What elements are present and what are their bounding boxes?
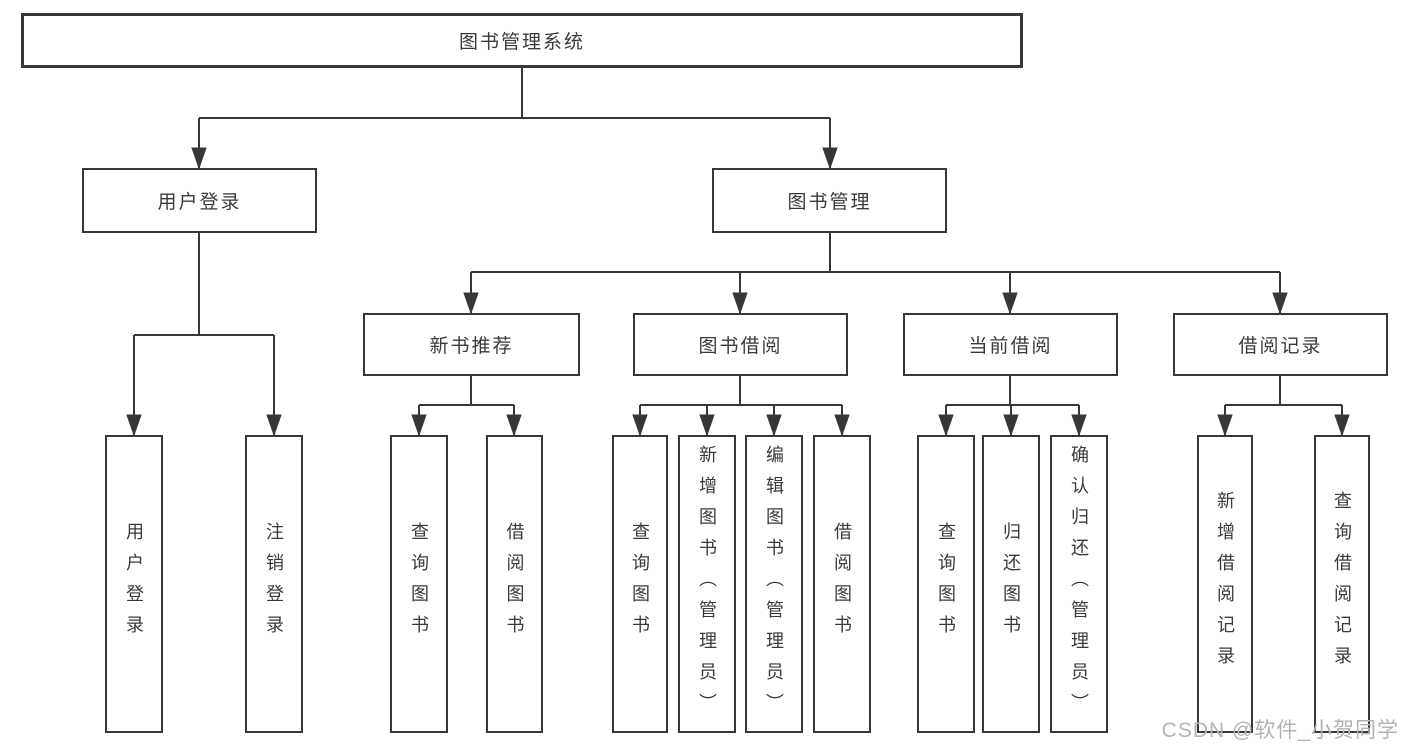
leaf-return-book: 归还图书 <box>982 435 1040 733</box>
node-library-management-system: 图书管理系统 <box>21 13 1023 68</box>
leaf-query-borrow-record: 查询借阅记录 <box>1314 435 1370 733</box>
leaf-user-login: 用户登录 <box>105 435 163 733</box>
watermark-text: CSDN @软件_小贺同学 <box>1161 719 1399 742</box>
node-new-book-recommendation: 新书推荐 <box>363 313 580 376</box>
leaf-add-borrow-record: 新增借阅记录 <box>1197 435 1253 733</box>
leaf-query-books-2: 查询图书 <box>612 435 668 733</box>
leaf-query-books-1: 查询图书 <box>390 435 448 733</box>
node-book-borrowing: 图书借阅 <box>633 313 848 376</box>
leaf-add-book-admin: 新增图书（管理员） <box>678 435 736 733</box>
node-user-login: 用户登录 <box>82 168 317 233</box>
leaf-edit-book-admin: 编辑图书（管理员） <box>745 435 803 733</box>
node-book-management: 图书管理 <box>712 168 947 233</box>
leaf-borrow-books-1: 借阅图书 <box>486 435 543 733</box>
node-current-borrowing: 当前借阅 <box>903 313 1118 376</box>
node-borrowing-records: 借阅记录 <box>1173 313 1388 376</box>
leaf-borrow-books-2: 借阅图书 <box>813 435 871 733</box>
leaf-query-books-3: 查询图书 <box>917 435 975 733</box>
leaf-logout: 注销登录 <box>245 435 303 733</box>
leaf-confirm-return-admin: 确认归还（管理员） <box>1050 435 1108 733</box>
